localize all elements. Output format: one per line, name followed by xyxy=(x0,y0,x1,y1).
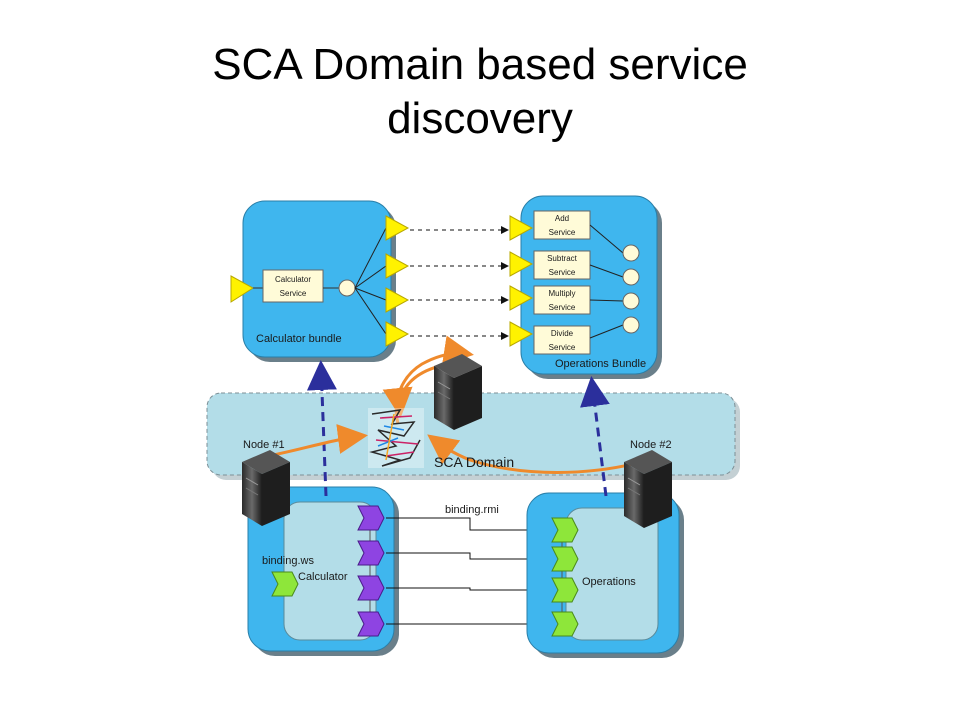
calculator-component-label: Calculator xyxy=(298,571,348,583)
calculator-reference-fan xyxy=(354,227,387,335)
slide-title: SCA Domain based service discovery xyxy=(0,38,960,146)
calculator-implementation-circle xyxy=(338,279,356,297)
domain-registry-icon xyxy=(368,408,424,468)
node2-server-icon xyxy=(624,450,672,528)
domain-server-icon xyxy=(434,354,482,430)
operations-component-label: Operations xyxy=(582,576,636,588)
svg-text:Service: Service xyxy=(549,228,576,237)
svg-text:Add: Add xyxy=(555,214,569,223)
svg-text:Multiply: Multiply xyxy=(548,289,575,298)
calculator-ws-service-chevron xyxy=(271,571,299,597)
discovery-arrows xyxy=(267,335,657,474)
sca-domain-region xyxy=(206,392,740,480)
binding-ws-label: binding.ws xyxy=(262,555,314,567)
operations-implementation-circles xyxy=(622,244,640,334)
svg-text:Service: Service xyxy=(549,343,576,352)
divide-service-box: Divide Service xyxy=(533,325,591,355)
svg-text:Divide: Divide xyxy=(551,329,574,338)
calculator-reference-triangles xyxy=(385,215,410,347)
bundle-wires xyxy=(410,226,509,340)
title-line-2: discovery xyxy=(387,94,573,143)
operations-service-triangles xyxy=(509,215,534,347)
binding-rmi-label: binding.rmi xyxy=(445,504,499,516)
svg-text:Subtract: Subtract xyxy=(547,254,578,263)
operations-bundle-label: Operations Bundle xyxy=(555,358,646,370)
operations-service-chevrons xyxy=(551,517,579,637)
sca-domain-label: SCA Domain xyxy=(434,454,514,470)
subtract-service-box: Subtract Service xyxy=(533,250,591,280)
calculator-service-triangle xyxy=(230,275,254,303)
calculator-reference-chevrons xyxy=(357,505,385,637)
calculator-service-line2: Service xyxy=(280,289,307,298)
node2-label: Node #2 xyxy=(630,439,672,451)
calculator-service-line1: Calculator xyxy=(275,275,311,284)
add-service-box: Add Service xyxy=(533,210,591,240)
svg-text:Service: Service xyxy=(549,268,576,277)
node1-label: Node #1 xyxy=(243,439,285,451)
rmi-wires xyxy=(386,517,549,628)
calculator-service-box: Calculator Service xyxy=(262,269,324,303)
multiply-service-box: Multiply Service xyxy=(533,285,591,315)
calculator-bundle-label: Calculator bundle xyxy=(256,333,342,345)
svg-text:Service: Service xyxy=(549,303,576,312)
node1-server-icon xyxy=(242,450,290,526)
deployment-links xyxy=(306,360,610,497)
operations-implementation-links xyxy=(589,224,624,339)
title-line-1: SCA Domain based service xyxy=(212,40,748,89)
